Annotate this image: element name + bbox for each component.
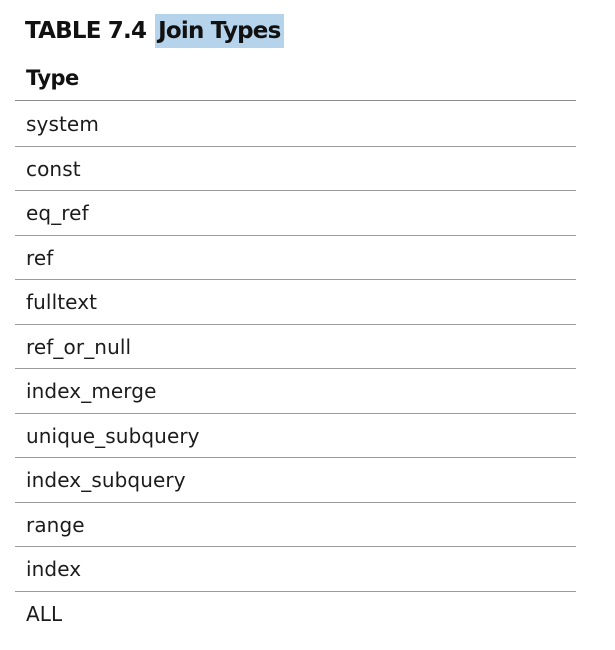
table-cell-type: range [26,512,85,537]
table-row: index [15,547,576,592]
table-row: system [15,102,576,147]
table-header-row: Type [15,64,576,101]
table-cell-type: ref [26,245,54,270]
table-cell-type: ref_or_null [26,334,132,359]
table-row: index_subquery [15,458,576,503]
table-row: ref_or_null [15,325,576,369]
table-cell-type: index_subquery [26,468,186,492]
column-header-type: Type [26,66,79,90]
table-row: ref [15,236,576,280]
table-title: TABLE 7.4 Join Types [25,14,284,48]
table-row: ALL [15,592,576,636]
table-cell-type: system [26,112,99,136]
table-cell-type: unique_subquery [26,423,200,448]
table-row: const [15,147,576,191]
table-row: fulltext [15,280,576,325]
table-body: system const eq_ref ref fulltext ref_or_… [15,102,576,635]
table-label: TABLE 7.4 [25,18,147,44]
table-row: range [15,503,576,547]
table-caption-highlighted[interactable]: Join Types [155,14,284,48]
table-cell-type: const [26,156,81,181]
table-cell-type: eq_ref [26,201,89,225]
table-cell-type: index_merge [26,379,157,403]
table-cell-type: ALL [26,601,63,626]
table-cell-type: fulltext [26,290,98,314]
table-row: unique_subquery [15,414,576,458]
table-cell-type: index [26,557,82,581]
table-row: eq_ref [15,191,576,236]
table-row: index_merge [15,369,576,414]
